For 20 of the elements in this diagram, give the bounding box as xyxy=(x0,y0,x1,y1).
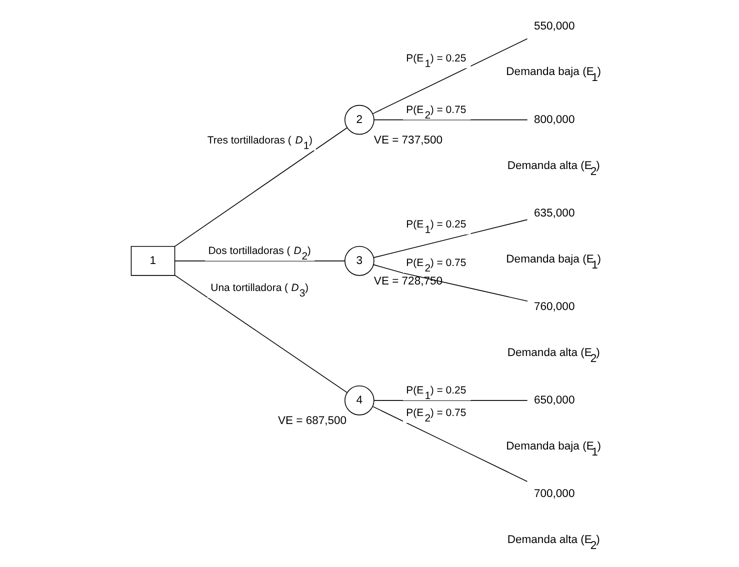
node-text: 650,000 xyxy=(534,394,575,406)
node-text: 550,000 xyxy=(534,20,575,32)
node-label: VE = 687,500 xyxy=(278,414,347,427)
connector xyxy=(174,260,346,262)
node-text: 635,000 xyxy=(534,207,575,220)
connector xyxy=(373,219,528,258)
node-text: 800,000 xyxy=(534,114,575,126)
connector xyxy=(372,38,528,114)
node-circle: 2 xyxy=(344,104,374,135)
connector xyxy=(373,264,528,302)
node-label: VE = 737,500 xyxy=(374,134,443,146)
node-circle: 3 xyxy=(344,246,374,276)
connector xyxy=(174,274,348,393)
node-text: 760,000 xyxy=(534,300,575,313)
connector xyxy=(174,127,348,247)
node-box: 1 xyxy=(130,246,176,276)
node-label: VE = 728,750 xyxy=(374,275,443,288)
node-circle: 4 xyxy=(344,386,374,416)
connector xyxy=(374,400,528,401)
node-text: 700,000 xyxy=(534,488,575,500)
